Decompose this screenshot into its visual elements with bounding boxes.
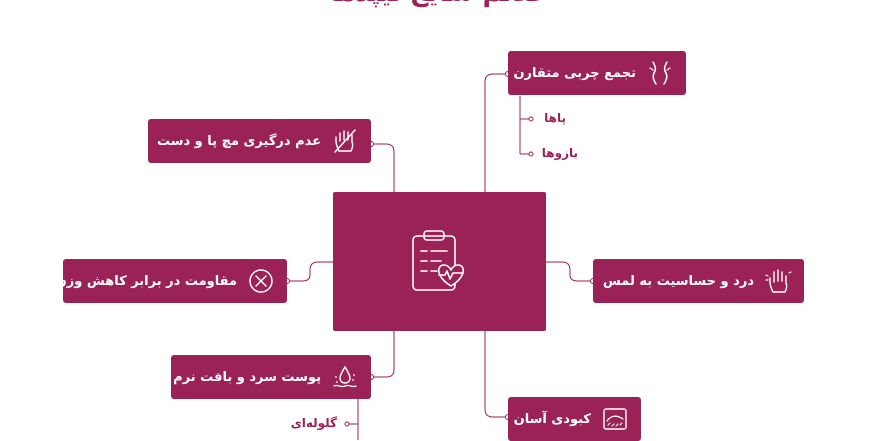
hand-touch-icon xyxy=(764,267,792,295)
node-pain-sensitivity-label: درد و حساسیت به لمس xyxy=(602,273,754,289)
bruise-icon xyxy=(601,405,629,433)
hand-crossed-icon xyxy=(331,127,359,155)
body-silhouette-icon xyxy=(646,59,674,87)
node-weight-loss-resistance: مقاومت در برابر کاهش وزن xyxy=(56,259,287,303)
node-symmetric-fat: تجمع چربی متقارن xyxy=(508,51,686,95)
node-weight-loss-resistance-label: مقاومت در برابر کاهش وزن xyxy=(55,273,237,289)
node-easy-bruising-label: کبودی آسان xyxy=(513,411,591,427)
page-title: علائم شایع لیپدما xyxy=(0,0,880,8)
sub-item-nodular: گلوله‌ای xyxy=(290,416,337,430)
node-symmetric-fat-label: تجمع چربی متقارن xyxy=(513,65,636,81)
center-hub xyxy=(333,192,546,331)
clipboard-heart-icon xyxy=(411,229,464,291)
skin-drop-icon xyxy=(331,363,359,391)
node-no-ankle-involvement: عدم درگیری مچ پا و دست xyxy=(148,119,371,163)
node-cold-skin: پوست سرد و بافت نرم xyxy=(171,355,371,399)
x-circle-icon xyxy=(247,267,275,295)
sub-item-legs: پاها xyxy=(544,111,566,125)
node-pain-sensitivity: درد و حساسیت به لمس xyxy=(593,259,804,303)
node-no-ankle-involvement-label: عدم درگیری مچ پا و دست xyxy=(156,133,321,149)
node-cold-skin-label: پوست سرد و بافت نرم xyxy=(173,369,321,385)
node-easy-bruising: کبودی آسان xyxy=(508,397,641,441)
sub-item-arms: بازوها xyxy=(541,146,578,160)
